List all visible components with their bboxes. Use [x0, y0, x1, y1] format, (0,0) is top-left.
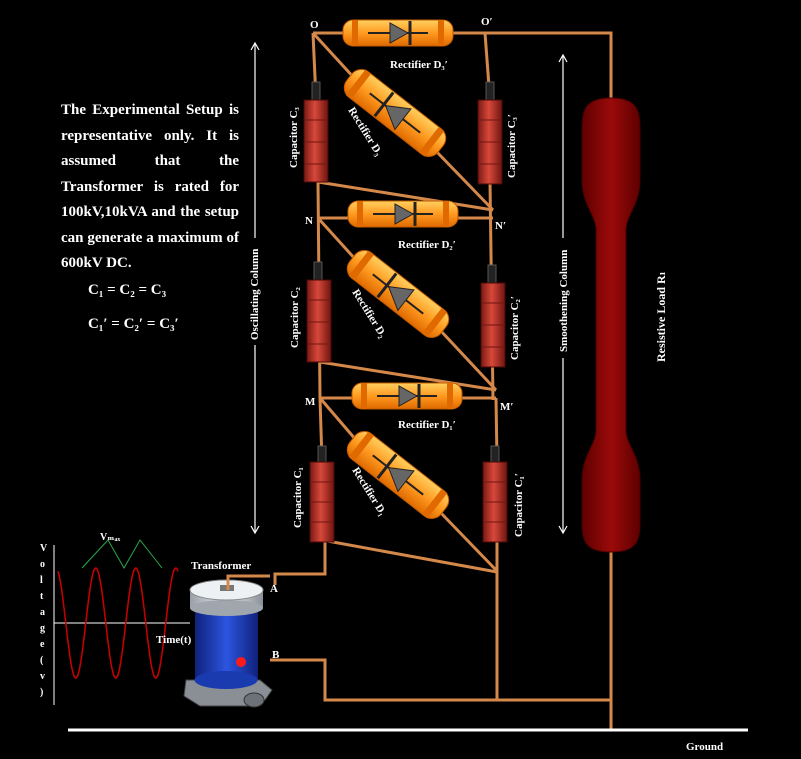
node-m: M	[305, 396, 316, 408]
voltage-axis-letter: e	[40, 639, 45, 650]
capacitor-c2-prime	[480, 264, 506, 368]
vmax-label: Vₘₐₓ	[100, 532, 120, 543]
smoothening-column-label: Smoothening Column	[558, 250, 570, 352]
label-d1-prime: Rectifier D₁′	[398, 419, 456, 431]
node-m-prime: M′	[500, 401, 513, 413]
resistive-load-label: Resistive Load Rₗ	[654, 271, 668, 362]
wire-c3-nprime	[317, 180, 494, 212]
label-c2: Capacitor C₂	[289, 286, 301, 348]
node-n-prime: N′	[495, 220, 506, 232]
equation-capacitors-prime: C₁′ = C₂′ = C₃′	[88, 316, 179, 332]
wire-o-d3	[311, 31, 358, 82]
setup-description: The Experimental Setup is representative…	[61, 102, 239, 271]
node-b: B	[272, 649, 280, 661]
equation-capacitors: C₁ = C₂ = C₃	[88, 282, 167, 298]
voltage-axis-letter: V	[40, 543, 48, 554]
capacitor-c2	[306, 261, 332, 363]
rectifier-d1	[346, 431, 450, 519]
time-axis-label: Time(t)	[156, 634, 192, 646]
wire-m-d1	[318, 397, 358, 441]
wire-c2-mprime	[319, 360, 497, 392]
smoothening-column-arrow	[558, 53, 568, 535]
wire-c1-diag	[321, 538, 498, 574]
oscillating-column-label: Oscillating Column	[249, 249, 261, 340]
node-o: O	[310, 19, 319, 31]
voltage-axis-letter: g	[40, 623, 45, 634]
wire-d3-nprime	[431, 146, 495, 212]
wire-b-ground	[270, 658, 611, 702]
resistive-load	[581, 97, 641, 553]
transformer	[183, 579, 273, 708]
label-d3-prime: Rectifier D₃′	[390, 59, 448, 71]
voltage-axis-letter: o	[40, 559, 45, 570]
wire-d1-right	[438, 510, 498, 572]
voltage-waveform	[53, 539, 190, 705]
voltage-axis-letter: l	[40, 575, 43, 586]
rectifier-d2	[346, 250, 450, 338]
transformer-label: Transformer	[191, 560, 251, 572]
ground-label: Ground	[686, 741, 723, 753]
rectifier-d3-prime	[342, 19, 454, 47]
rectifier-d3	[343, 69, 447, 157]
wire-d2-mprime	[438, 328, 498, 392]
voltage-axis-letter: v	[40, 671, 45, 682]
rectifier-d1-prime	[351, 382, 463, 410]
label-c1-prime: Capacitor C₁′	[513, 473, 525, 537]
label-c3-prime: Capacitor C₃′	[506, 114, 518, 178]
voltage-axis-letter: (	[40, 655, 44, 666]
capacitor-c3	[303, 81, 329, 183]
node-n: N	[305, 215, 313, 227]
node-o-prime: O′	[481, 16, 493, 28]
capacitor-c1-prime	[482, 445, 508, 543]
label-c3: Capacitor C₃	[288, 106, 300, 168]
voltage-axis-letter: )	[40, 687, 43, 698]
label-c1: Capacitor C₁	[292, 467, 304, 528]
capacitor-c3-prime	[477, 81, 503, 185]
capacitor-c1	[309, 445, 335, 543]
label-d2-prime: Rectifier D₂′	[398, 239, 456, 251]
label-c2-prime: Capacitor C₂′	[509, 296, 521, 360]
wire-transformer-a	[226, 574, 270, 590]
voltage-axis-letter: t	[40, 591, 44, 602]
wire-n-d2	[316, 216, 358, 262]
wire-top-load	[313, 31, 613, 730]
node-a: A	[270, 583, 278, 595]
oscillating-column-arrow	[250, 41, 260, 535]
rectifier-d2-prime	[347, 200, 459, 228]
voltage-axis-letter: a	[40, 607, 45, 618]
wire-c1-a	[273, 540, 327, 585]
